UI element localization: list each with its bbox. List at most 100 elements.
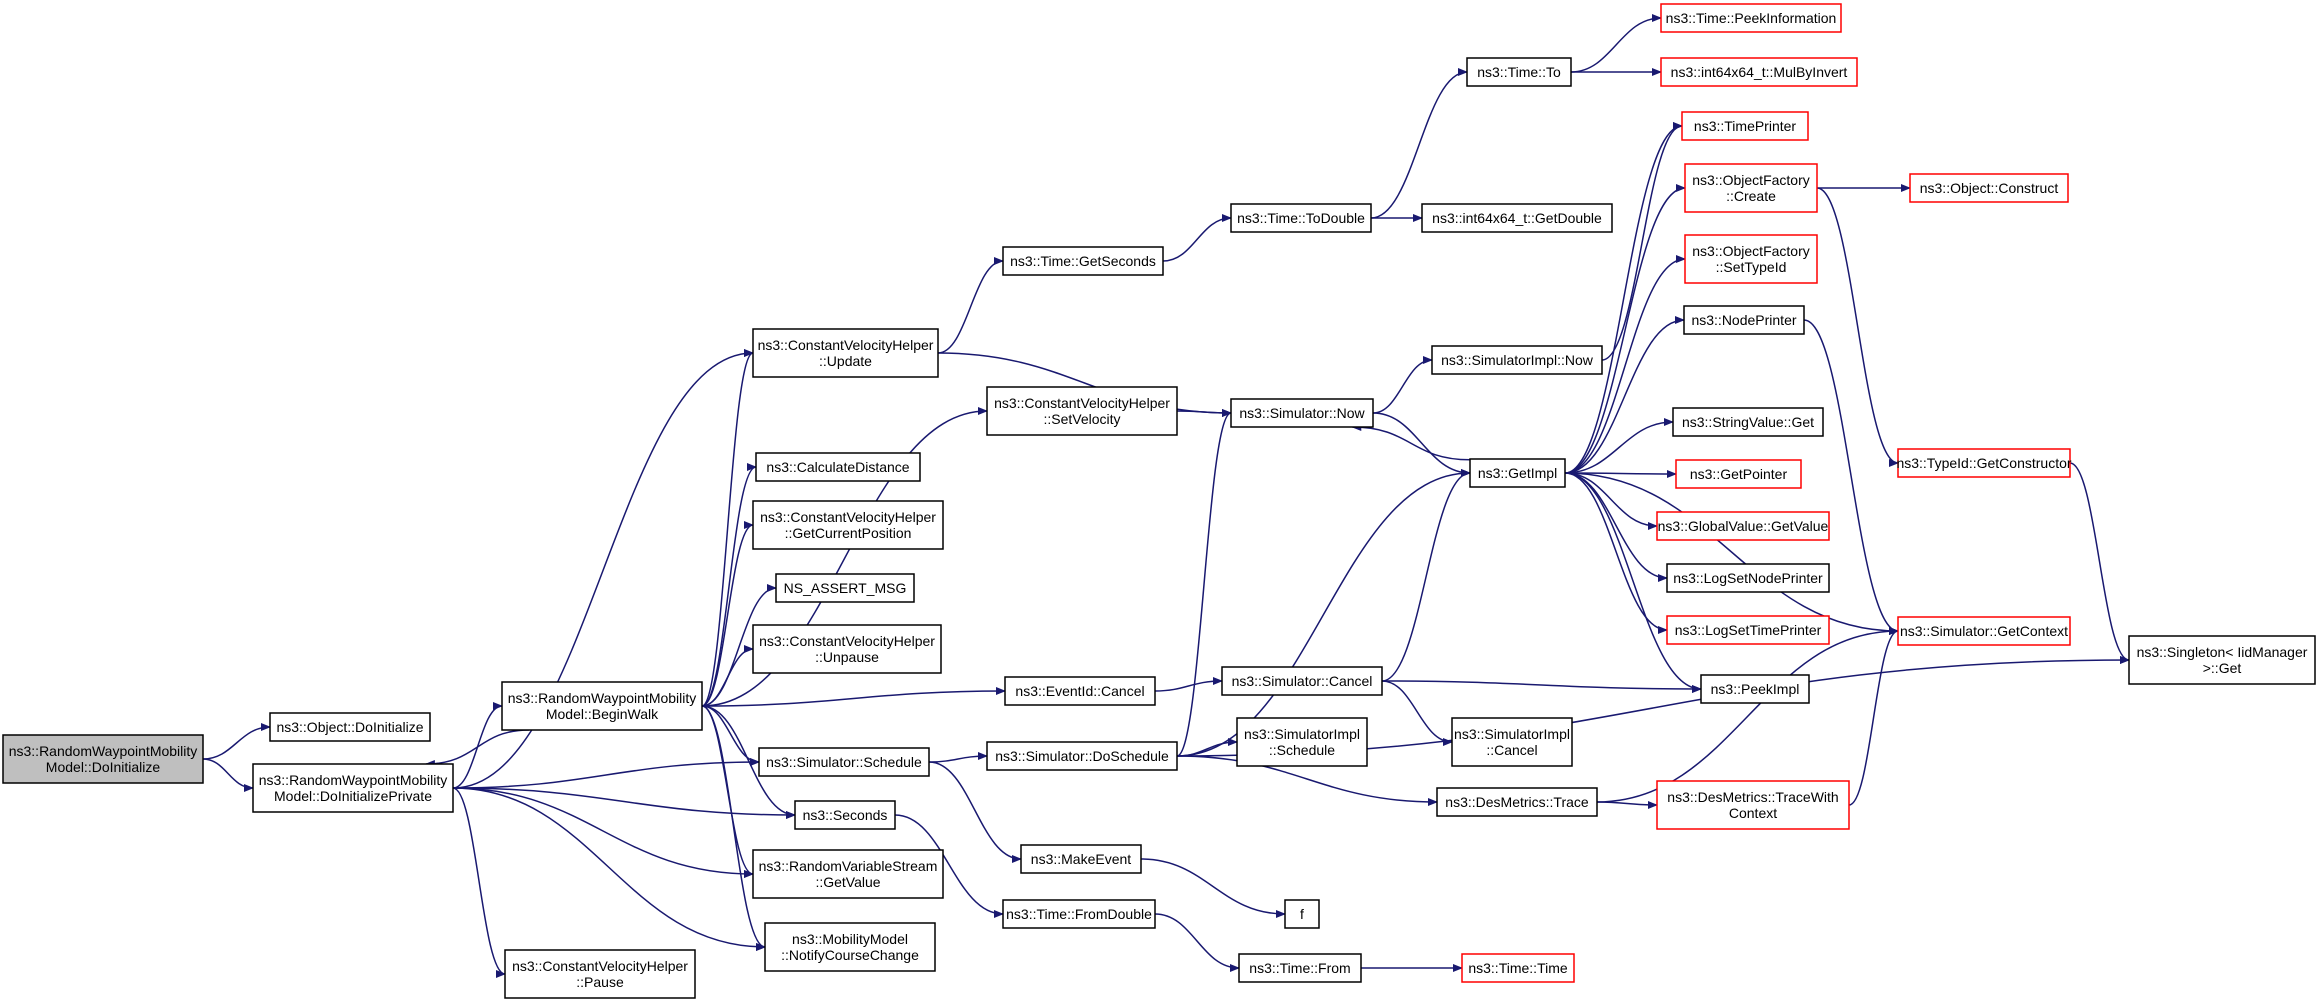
node-objdoinit[interactable]: ns3::Object::DoInitialize <box>269 712 431 742</box>
node-mulbyinvert[interactable]: ns3::int64x64_t::MulByInvert <box>1660 57 1858 87</box>
node-label: ns3::ObjectFactory <box>1692 172 1810 188</box>
node-box <box>1700 674 1810 704</box>
edge-simcancel-to-getimpl <box>1381 469 1471 682</box>
edge-doinitpriv-to-cvhupdate <box>452 349 754 789</box>
node-getimpl[interactable]: ns3::GetImpl <box>1469 458 1566 488</box>
node-seconds[interactable]: ns3::Seconds <box>794 800 896 830</box>
node-label: ns3::ConstantVelocityHelper <box>994 395 1170 411</box>
node-label: ns3::SimulatorImpl::Now <box>1441 352 1594 368</box>
node-objfactsettype[interactable]: ns3::ObjectFactory::SetTypeId <box>1684 234 1818 284</box>
node-label: ::Cancel <box>1486 742 1537 758</box>
edge-cvhupdate-to-simnow <box>937 352 1232 417</box>
node-objfactcreate[interactable]: ns3::ObjectFactory::Create <box>1684 163 1818 213</box>
node-getpointer[interactable]: ns3::GetPointer <box>1675 459 1802 489</box>
node-typeidgetctor[interactable]: ns3::TypeId::GetConstructor <box>1896 448 2072 478</box>
edge-desmetricstrace-to-simgetctx <box>1596 627 1899 803</box>
node-makeevent[interactable]: ns3::MakeEvent <box>1020 844 1142 874</box>
edge-makeevent-to-f <box>1140 858 1286 918</box>
node-beginwalk[interactable]: ns3::RandomWaypointMobilityModel::BeginW… <box>501 681 703 731</box>
node-box <box>1284 899 1320 929</box>
node-peekinfo[interactable]: ns3::Time::PeekInformation <box>1660 3 1842 33</box>
node-cvhsetvel[interactable]: ns3::ConstantVelocityHelper::SetVelocity <box>986 386 1178 436</box>
node-timetime[interactable]: ns3::Time::Time <box>1461 953 1575 983</box>
edge-doinitpriv-to-seconds <box>452 787 796 819</box>
node-label: ::SetVelocity <box>1043 411 1120 427</box>
node-getseconds[interactable]: ns3::Time::GetSeconds <box>1002 246 1164 276</box>
node-stringvalueget[interactable]: ns3::StringValue::Get <box>1672 407 1824 437</box>
node-label: ns3::PeekImpl <box>1711 681 1800 697</box>
node-box <box>1466 57 1572 87</box>
node-doinitpriv[interactable]: ns3::RandomWaypointMobilityModel::DoInit… <box>252 763 454 813</box>
node-box <box>752 849 944 899</box>
node-logsetnode[interactable]: ns3::LogSetNodePrinter <box>1666 563 1830 593</box>
node-label: ns3::GlobalValue::GetValue <box>1658 518 1829 534</box>
node-label: ::NotifyCourseChange <box>781 947 919 963</box>
node-label: ns3::Time::From <box>1249 960 1350 976</box>
node-peekimpl[interactable]: ns3::PeekImpl <box>1700 674 1810 704</box>
node-timeto[interactable]: ns3::Time::To <box>1466 57 1572 87</box>
node-objconstruct[interactable]: ns3::Object::Construct <box>1909 173 2069 203</box>
node-simnow[interactable]: ns3::Simulator::Now <box>1230 398 1374 428</box>
edge-beginwalk-to-cvhunpause <box>701 645 754 707</box>
node-int64getdouble[interactable]: ns3::int64x64_t::GetDouble <box>1421 203 1613 233</box>
node-eventcancel[interactable]: ns3::EventId::Cancel <box>1004 676 1156 706</box>
node-box <box>1436 787 1598 817</box>
node-logsettime[interactable]: ns3::LogSetTimePrinter <box>1666 615 1830 645</box>
node-notifycc[interactable]: ns3::MobilityModel::NotifyCourseChange <box>764 922 936 972</box>
edge-objfactcreate-to-typeidgetctor <box>1816 187 1899 467</box>
edge-doinitpriv-to-cvhpause <box>452 787 506 978</box>
node-simimplnow[interactable]: ns3::SimulatorImpl::Now <box>1431 345 1603 375</box>
node-simschedule[interactable]: ns3::Simulator::Schedule <box>758 747 930 777</box>
node-label: ns3::LogSetNodePrinter <box>1673 570 1823 586</box>
node-box <box>1004 676 1156 706</box>
edge-simdoschedule-to-simnow <box>1176 409 1232 757</box>
edge-simcancel-to-peekimpl <box>1381 680 1702 693</box>
node-box <box>1681 111 1809 141</box>
node-cvhpause[interactable]: ns3::ConstantVelocityHelper::Pause <box>504 949 696 999</box>
node-nodeprinter[interactable]: ns3::NodePrinter <box>1683 305 1805 335</box>
edge-nodeprinter-to-simgetctx <box>1803 319 1899 635</box>
node-cvhunpause[interactable]: ns3::ConstantVelocityHelper::Unpause <box>752 624 942 674</box>
edge-simdoschedule-to-simimplsched <box>1176 738 1238 757</box>
edge-typeidgetctor-to-singletonget <box>2069 462 2130 664</box>
node-fromdouble[interactable]: ns3::Time::FromDouble <box>1002 899 1156 929</box>
node-cvhupdate[interactable]: ns3::ConstantVelocityHelper::Update <box>752 328 939 378</box>
node-label: ns3::Seconds <box>803 807 888 823</box>
node-timefrom[interactable]: ns3::Time::From <box>1238 953 1362 983</box>
edge-getimpl-to-objfactcreate <box>1564 184 1686 474</box>
node-rvsget[interactable]: ns3::RandomVariableStream::GetValue <box>752 849 944 899</box>
node-simimplcancel[interactable]: ns3::SimulatorImpl::Cancel <box>1451 717 1573 767</box>
node-label: ns3::DesMetrics::Trace <box>1445 794 1589 810</box>
node-calcdist[interactable]: ns3::CalculateDistance <box>755 452 921 482</box>
node-f[interactable]: f <box>1284 899 1320 929</box>
node-cvhgetpos[interactable]: ns3::ConstantVelocityHelper::GetCurrentP… <box>752 500 944 550</box>
node-simgetctx[interactable]: ns3::Simulator::GetContext <box>1897 616 2071 646</box>
node-box <box>758 747 930 777</box>
node-label: ns3::CalculateDistance <box>766 459 909 475</box>
node-label: ::GetCurrentPosition <box>785 525 912 541</box>
node-label: f <box>1300 906 1304 922</box>
edge-beginwalk-to-cvhgetpos <box>701 521 754 707</box>
node-box <box>752 328 939 378</box>
node-label: ns3::ConstantVelocityHelper <box>759 633 935 649</box>
edge-simschedule-to-simdoschedule <box>928 752 988 763</box>
node-singletonget[interactable]: ns3::Singleton< IidManager>::Get <box>2128 635 2316 685</box>
node-nsassert[interactable]: NS_ASSERT_MSG <box>775 573 915 603</box>
edge-doinitpriv-to-notifycc <box>452 787 766 951</box>
node-desmetricstrace[interactable]: ns3::DesMetrics::Trace <box>1436 787 1598 817</box>
node-box <box>1221 666 1383 696</box>
node-simdoschedule[interactable]: ns3::Simulator::DoSchedule <box>986 741 1178 771</box>
edge-getimpl-to-objfactsettype <box>1564 255 1686 474</box>
node-root[interactable]: ns3::RandomWaypointMobilityModel::DoInit… <box>2 734 204 784</box>
node-globalvalueget[interactable]: ns3::GlobalValue::GetValue <box>1656 511 1830 541</box>
edge-beginwalk-to-cvhupdate <box>701 349 754 707</box>
node-label: Model::BeginWalk <box>546 706 659 722</box>
node-todouble[interactable]: ns3::Time::ToDouble <box>1230 203 1372 233</box>
node-simimplsched[interactable]: ns3::SimulatorImpl::Schedule <box>1236 717 1368 767</box>
node-box <box>1421 203 1613 233</box>
node-label: ns3::Time::To <box>1477 64 1561 80</box>
node-timeprinter[interactable]: ns3::TimePrinter <box>1681 111 1809 141</box>
node-simcancel[interactable]: ns3::Simulator::Cancel <box>1221 666 1383 696</box>
node-label: ns3::Simulator::Now <box>1239 405 1365 421</box>
